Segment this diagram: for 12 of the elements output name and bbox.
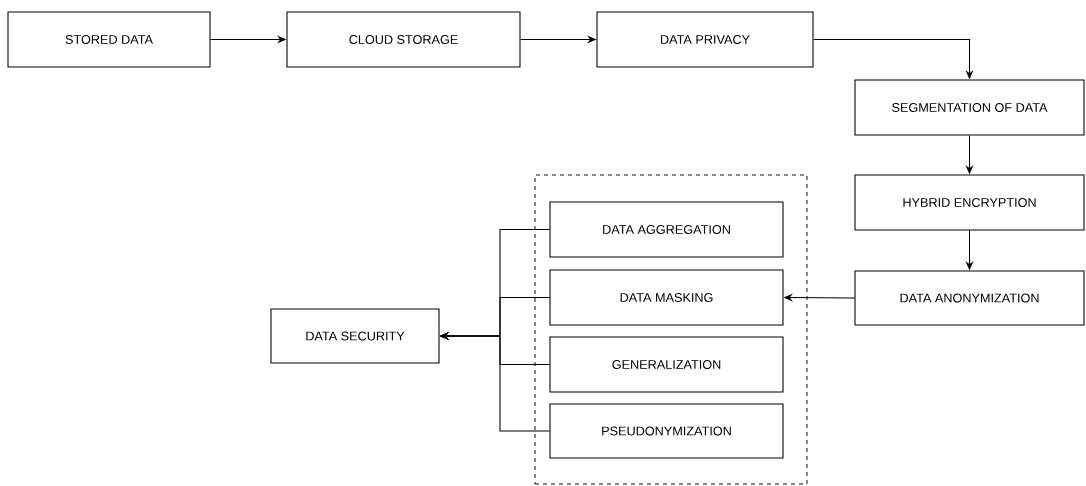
process-box: STORED DATA: [7, 11, 211, 68]
process-box: PSEUDONYMIZATION: [549, 403, 784, 459]
process-box: DATA AGGREGATION: [549, 201, 784, 258]
process-box: GENERALIZATION: [549, 336, 784, 393]
dashed-group-box: [534, 174, 808, 485]
process-box: SEGMENTATION OF DATA: [854, 79, 1085, 136]
process-box: HYBRID ENCRYPTION: [854, 174, 1085, 231]
process-box: DATA ANONYMIZATION: [854, 270, 1085, 326]
process-box: DATA SECURITY: [270, 308, 440, 364]
process-box: DATA PRIVACY: [596, 11, 814, 68]
process-box: DATA MASKING: [549, 269, 784, 326]
process-box: CLOUD STORAGE: [286, 11, 521, 68]
